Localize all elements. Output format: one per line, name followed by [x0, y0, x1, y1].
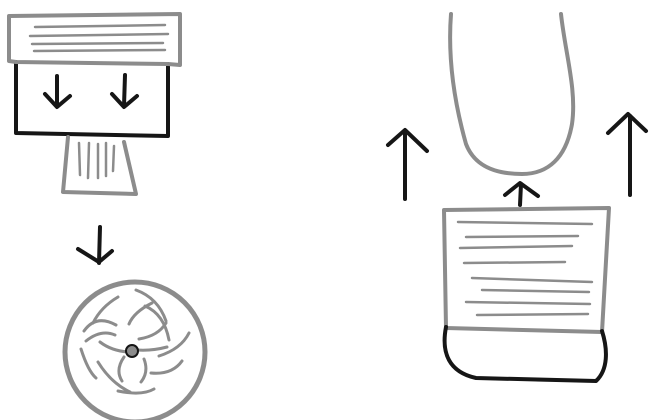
left-top-sheet — [9, 14, 180, 65]
finger-icon — [450, 14, 573, 174]
right-assembly — [388, 14, 646, 381]
arrow-down-icon — [112, 75, 137, 107]
arrow-up-icon — [388, 130, 427, 199]
arrow-down-icon — [45, 76, 70, 107]
left-funnel-lines — [79, 143, 114, 178]
left-funnel — [63, 137, 136, 194]
arrow-up-icon — [505, 183, 538, 205]
left-top-sheet-lines — [30, 25, 168, 51]
arrow-up-icon — [608, 114, 646, 195]
left-assembly — [9, 14, 205, 420]
arrow-down-icon — [78, 227, 112, 263]
right-base-tray — [445, 327, 606, 381]
right-lined-block-lines — [458, 222, 592, 315]
fan-icon — [65, 282, 205, 420]
left-housing-box — [16, 62, 168, 136]
